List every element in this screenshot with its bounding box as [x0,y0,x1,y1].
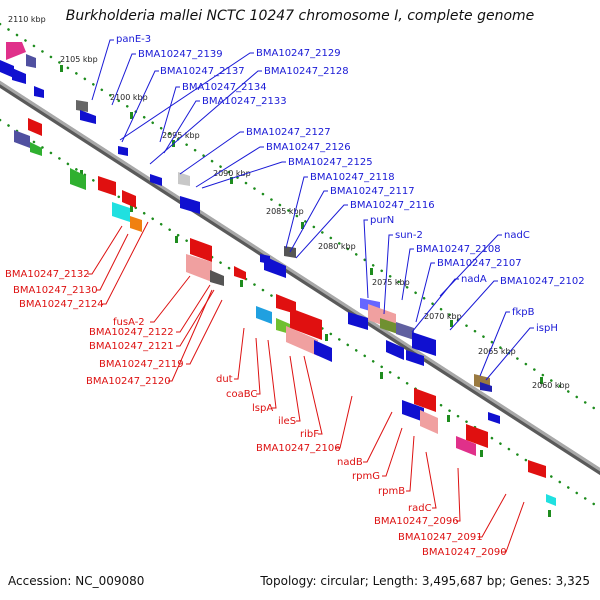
gene-label: BMA10247_2124 [19,299,104,310]
kbp-label: 2090 kbp [213,169,251,178]
gene-label: BMA10247_2118 [310,172,395,183]
gene-label: lspA [252,403,273,414]
kbp-label: 2100 kbp [110,93,148,102]
reverse-genes [14,118,556,506]
track-outer-reverse [0,118,600,510]
gene-label: coaBC [226,389,257,400]
kbp-ticks: 2110 kbp 2105 kbp 2100 kbp 2095 kbp 2090… [8,15,570,390]
track-outer-forward [0,22,600,414]
gene-label: BMA10247_2132 [5,269,90,280]
accession-text: Accession: NC_009080 [8,574,145,588]
gene-label: BMA10247_2137 [160,66,245,77]
kbp-label: 2110 kbp [8,15,46,24]
gene-label: BMA10247_2106 [256,443,341,454]
gene-label: BMA10247_2090 [422,547,507,558]
gene-label: BMA10247_2125 [288,157,373,168]
gene-label: BMA10247_2139 [138,49,223,60]
forward-genes [0,42,500,424]
kbp-label: 2075 kbp [372,278,410,287]
gene-label: BMA10247_2133 [202,96,287,107]
reverse-label-leaders [88,221,525,553]
gene-label: BMA10247_2128 [264,66,349,77]
gene-label: BMA10247_2102 [500,276,585,287]
gene-label: fusA-2 [113,317,145,328]
gene-label: BMA10247_2117 [330,186,415,197]
kbp-label: 2085 kbp [266,207,304,216]
gene-label: ileS [278,416,296,427]
reverse-labels: BMA10247_2132 BMA10247_2130 BMA10247_212… [5,269,507,558]
kbp-label: 2105 kbp [60,55,98,64]
gene-label: rpmG [352,471,380,482]
gene-label: BMA10247_2119 [99,359,184,370]
backbone-shadow [0,80,600,476]
kbp-label: 2070 kbp [424,312,462,321]
gene-label: ribF [300,429,319,440]
forward-labels: panE-3 BMA10247_2139 BMA10247_2129 BMA10… [116,34,585,334]
gene-label: nadA [461,274,487,285]
dotted-tracks [0,22,600,510]
gene-label: fkpB [512,307,535,318]
gene-label: BMA10247_2134 [182,82,267,93]
kbp-label: 2095 kbp [162,131,200,140]
gene-label: BMA10247_2127 [246,127,331,138]
gene-label: dut [216,374,233,385]
gene-label: purN [370,215,394,226]
gene-label: sun-2 [395,230,423,241]
gene-label: ispH [536,323,558,334]
gene-label: BMA10247_2107 [437,258,522,269]
forward-label-leaders [91,39,534,381]
gene-label: BMA10247_2116 [350,200,435,211]
map-title: Burkholderia mallei NCTC 10247 chromosom… [65,8,535,24]
gene-label: rpmB [378,486,405,497]
kbp-label: 2060 kbp [532,381,570,390]
gene-label: BMA10247_2096 [374,516,459,527]
topology-text: Topology: circular; Length: 3,495,687 bp… [260,574,590,588]
kbp-label: 2065 kbp [478,347,516,356]
gene-label: BMA10247_2122 [89,327,174,338]
gene-label: nadB [337,457,363,468]
gene-label: BMA10247_2121 [89,341,174,352]
gene-label: panE-3 [116,34,151,45]
gene-label: BMA10247_2120 [86,376,171,387]
gene-label: BMA10247_2130 [13,285,98,296]
backbone [0,80,600,472]
gene-label: nadC [504,230,530,241]
gene-label: BMA10247_2108 [416,244,501,255]
kbp-label: 2080 kbp [318,242,356,251]
gene-label: BMA10247_2129 [256,48,341,59]
gene-label: BMA10247_2091 [398,532,483,543]
gene-label: BMA10247_2126 [266,142,351,153]
gene-label: radC [408,503,432,514]
